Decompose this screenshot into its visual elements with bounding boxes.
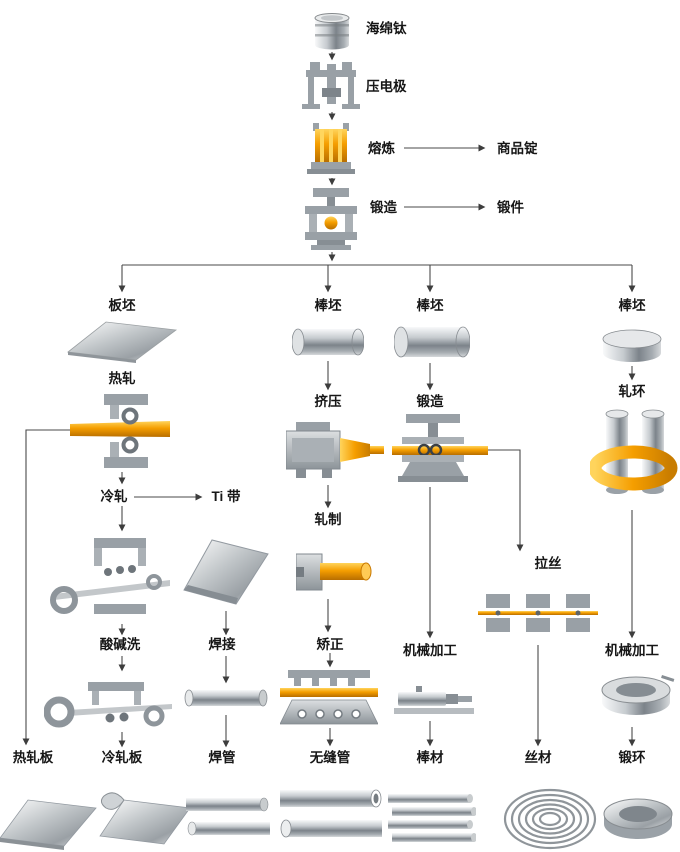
product-seamless-pipes-icon [280, 789, 382, 838]
label-extrusion: 挤压 [314, 394, 342, 409]
label-hot-rolled-plate: 热轧板 [12, 750, 54, 765]
slab-plate-icon [66, 321, 178, 363]
bar-billet-extrusion-icon [292, 328, 364, 356]
tube-rolling-icon [296, 553, 372, 591]
label-straightening: 矫正 [316, 637, 344, 652]
extrusion-press-icon [286, 422, 384, 478]
label-wire-product: 丝材 [524, 750, 552, 765]
ring-rolling-mill-icon [590, 409, 678, 494]
label-machining-forging: 机械加工 [403, 643, 457, 658]
label-welding: 焊接 [208, 637, 236, 652]
label-ti-strip: Ti 带 [211, 489, 241, 504]
label-bar-billet-ring: 棒坯 [618, 298, 646, 313]
label-hot-rolling: 热轧 [108, 371, 136, 386]
lathe-icon [394, 686, 474, 714]
label-seamless-pipe: 无缝管 [309, 750, 351, 765]
label-bar-product: 棒材 [416, 750, 444, 765]
product-hot-rolled-sheet-icon [0, 799, 97, 850]
acid-wash-line-icon [50, 538, 170, 614]
product-forged-ring-icon [603, 798, 673, 839]
label-welded-pipe: 焊管 [208, 750, 236, 765]
label-bar-billet-extrusion: 棒坯 [314, 298, 342, 313]
billet-disc-icon [602, 329, 662, 362]
label-wire-drawing: 拉丝 [534, 556, 562, 571]
label-cold-rolled-plate: 冷轧板 [101, 750, 143, 765]
label-sponge-titanium: 海绵钛 [366, 21, 407, 36]
forging-press-icon [305, 188, 357, 250]
welded-pipe-icon [184, 689, 268, 707]
product-wire-coil-icon [503, 788, 597, 850]
label-press-electrode: 压电极 [366, 79, 407, 94]
label-acid-alkali-wash: 酸碱洗 [99, 637, 141, 652]
product-welded-pipes-icon [186, 797, 270, 836]
label-forgings: 锻件 [497, 200, 524, 215]
label-machining-ring: 机械加工 [605, 643, 659, 658]
label-commercial-ingot: 商品锭 [497, 141, 538, 156]
sponge-titanium-drum-icon [314, 13, 350, 50]
machined-ring-icon [601, 675, 675, 715]
label-forging-top: 锻造 [370, 200, 397, 215]
bar-billet-forging-icon [394, 326, 470, 358]
label-forging-branch: 锻造 [416, 394, 444, 409]
ti-strip-sheet-icon [183, 539, 269, 605]
straightening-machine-icon [280, 670, 378, 725]
product-bars-icon [388, 794, 476, 842]
label-cold-rolling: 冷轧 [100, 489, 128, 504]
horizontal-forging-press-icon [392, 414, 488, 482]
label-melting: 熔炼 [368, 141, 395, 156]
hot-rolling-mill-icon [70, 394, 170, 468]
melting-furnace-icon [307, 123, 355, 174]
label-bar-billet-forging: 棒坯 [416, 298, 444, 313]
label-forged-ring: 锻环 [618, 750, 646, 765]
label-slab: 板坯 [108, 298, 136, 313]
electrode-press-icon [302, 62, 360, 109]
product-cold-rolled-sheet-icon [99, 792, 191, 845]
label-ring-rolling: 轧环 [618, 384, 646, 399]
coiling-line-icon [44, 682, 172, 728]
wire-drawing-machine-icon [478, 594, 598, 632]
label-rolling: 轧制 [314, 512, 342, 527]
